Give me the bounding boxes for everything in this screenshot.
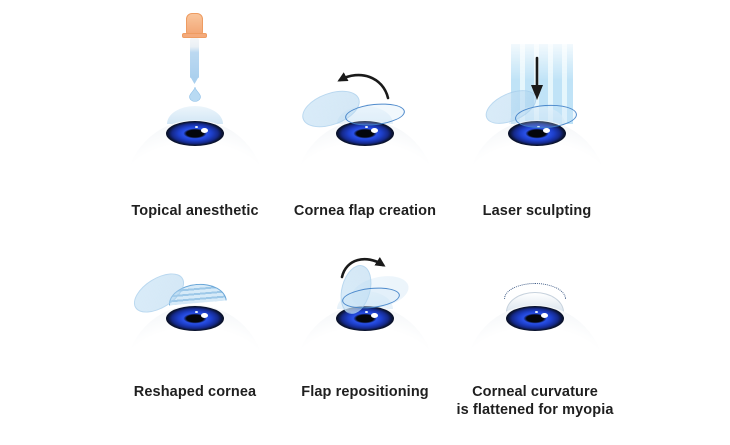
curved-arrow-right-icon [340,257,386,279]
glint [201,128,208,133]
panel-reshaped-cornea: Reshaped cornea [110,222,280,445]
eyedropper-tube [190,38,199,78]
iris [336,306,394,331]
glint [201,313,208,318]
glint [371,313,378,318]
glint [365,311,368,313]
panel-topical-anesthetic: Topical anesthetic [110,0,280,222]
panel-cornea-flap-creation: Cornea flap creation [280,0,450,222]
step-label: Laser sculpting [482,203,592,219]
eyedropper-bulb [186,13,203,34]
glint [371,128,378,133]
glint [541,313,548,318]
iris [508,121,566,146]
glint [537,126,540,128]
glint [543,128,550,133]
iris [166,121,224,146]
glint [535,311,538,313]
step-label: Cornea flap creation [293,203,437,219]
step-label: Topical anesthetic [131,203,259,219]
step-label: Corneal curvature is flattened for myopi… [456,384,614,418]
step-label: Flap repositioning [301,384,429,400]
panel-laser-sculpting: Laser sculpting [452,0,622,222]
cornea-dome [167,106,223,124]
glint [365,126,368,128]
eyedropper-collar [182,33,207,38]
panel-flap-repositioning: Flap repositioning [280,222,450,445]
droplet-icon [189,87,201,102]
eyedropper-tip [191,78,198,84]
step-label: Reshaped cornea [133,384,257,400]
iris [506,306,564,331]
panel-corneal-curvature-flattened: Corneal curvature is flattened for myopi… [450,222,620,445]
iris [166,306,224,331]
glint [195,311,198,313]
glint [195,126,198,128]
down-arrow-icon [531,56,543,100]
iris [336,121,394,146]
curved-arrow-left-icon [337,72,390,100]
